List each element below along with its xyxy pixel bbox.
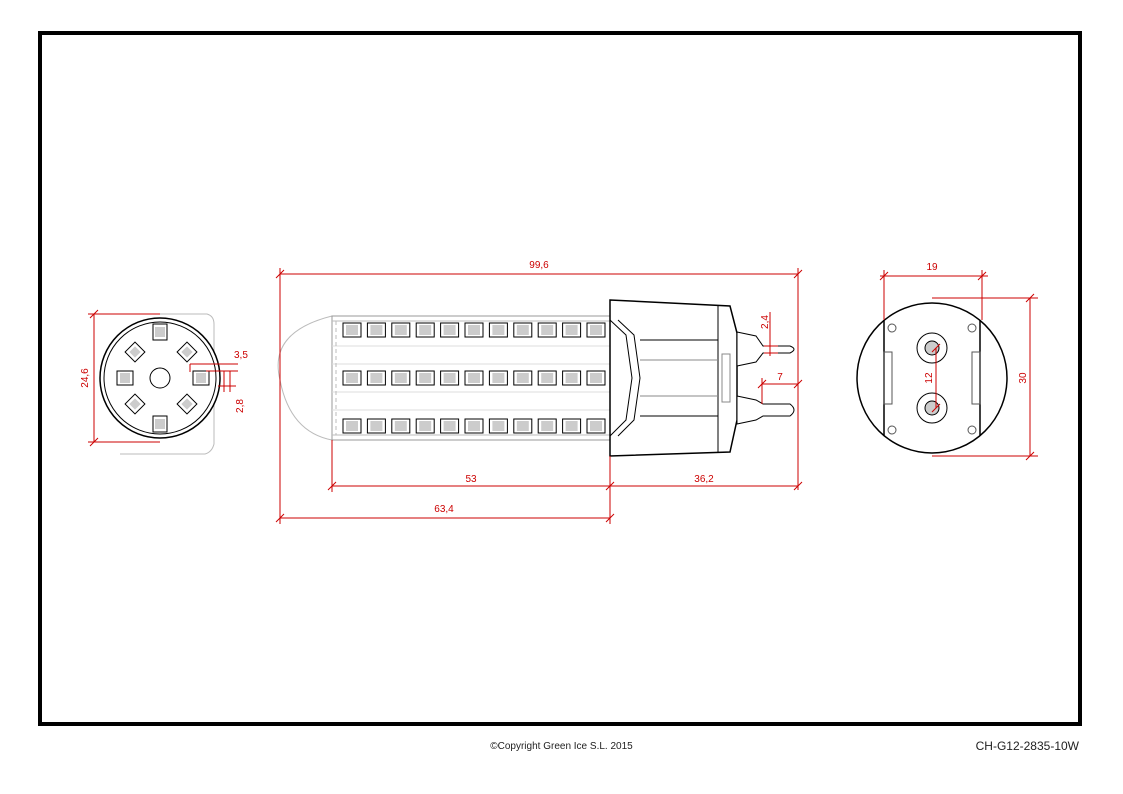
base-view-height-label: 30: [1018, 372, 1029, 384]
end-view-led-width-label: 3,5: [234, 350, 248, 361]
led-chip-emitter: [565, 373, 578, 383]
led-chip-emitter: [443, 373, 456, 383]
led-chip-emitter: [468, 373, 480, 383]
led-chip-emitter: [346, 373, 358, 383]
led-chip-emitter: [419, 325, 432, 335]
base-view-pins: [916, 332, 948, 424]
led-chip-emitter: [590, 421, 602, 431]
end-view-dimensions: [88, 309, 238, 447]
led-chip-emitter: [492, 325, 505, 335]
end-view: 24,6 3,5 2,8: [80, 309, 248, 455]
side-view-pin-diameter-label: 2,4: [760, 315, 771, 329]
led-chip-emitter: [590, 325, 602, 335]
led-chip-emitter: [516, 373, 529, 383]
led-chip-emitter: [419, 373, 432, 383]
end-view-center-hole: [149, 367, 171, 389]
end-view-leds: [116, 323, 210, 433]
led-chip-emitter: [370, 421, 383, 431]
led-chip-emitter: [541, 325, 554, 335]
led-chip-emitter: [516, 325, 529, 335]
side-view-pin-length-label: 7: [777, 372, 783, 383]
side-view-led-grid: [342, 322, 606, 434]
base-view: 19 30 12: [856, 262, 1038, 461]
side-view-overall-length-label: 99,6: [529, 260, 549, 271]
led-chip-emitter: [443, 325, 456, 335]
base-view-dimensions: [879, 270, 1038, 461]
led-chip-emitter: [468, 421, 480, 431]
side-view-dome: [277, 315, 333, 441]
led-chip-emitter: [590, 373, 602, 383]
led-chip-emitter: [346, 421, 358, 431]
base-view-pin-spacing-label: 12: [924, 372, 935, 384]
led-chip-emitter: [346, 325, 358, 335]
side-view-led-section-label: 53: [465, 474, 477, 485]
led-chip-emitter: [370, 373, 383, 383]
led-chip-emitter: [492, 373, 505, 383]
product-code: CH-G12-2835-10W: [975, 739, 1079, 753]
led-chip-emitter: [492, 421, 505, 431]
led-chip-emitter: [516, 421, 529, 431]
led-chip-emitter: [541, 421, 554, 431]
led-chip-emitter: [565, 421, 578, 431]
led-chip-emitter: [541, 373, 554, 383]
end-view-led-height-label: 2,8: [235, 399, 246, 413]
base-view-circle: [856, 302, 1008, 454]
side-view-base-section-label: 36,2: [694, 474, 714, 485]
side-view-dimensions: [275, 268, 803, 524]
drawing-frame: [38, 31, 1082, 726]
led-chip-emitter: [419, 421, 432, 431]
copyright-notice: ©Copyright Green Ice S.L. 2015: [490, 741, 633, 752]
led-chip-emitter: [370, 325, 383, 335]
side-view-pins: [736, 331, 795, 425]
led-chip-emitter: [565, 325, 578, 335]
led-chip-emitter: [394, 373, 407, 383]
end-view-inner-circle: [103, 321, 217, 435]
side-view-to-base-label: 63,4: [434, 504, 454, 515]
base-view-flat-width-label: 19: [926, 262, 938, 273]
end-view-diameter-label: 24,6: [80, 368, 91, 388]
side-view: 99,6 53 36,2 63,4 2,4 7: [275, 260, 803, 524]
led-chip-emitter: [394, 421, 407, 431]
led-chip-emitter: [443, 421, 456, 431]
led-chip-emitter: [468, 325, 480, 335]
led-chip-emitter: [394, 325, 407, 335]
